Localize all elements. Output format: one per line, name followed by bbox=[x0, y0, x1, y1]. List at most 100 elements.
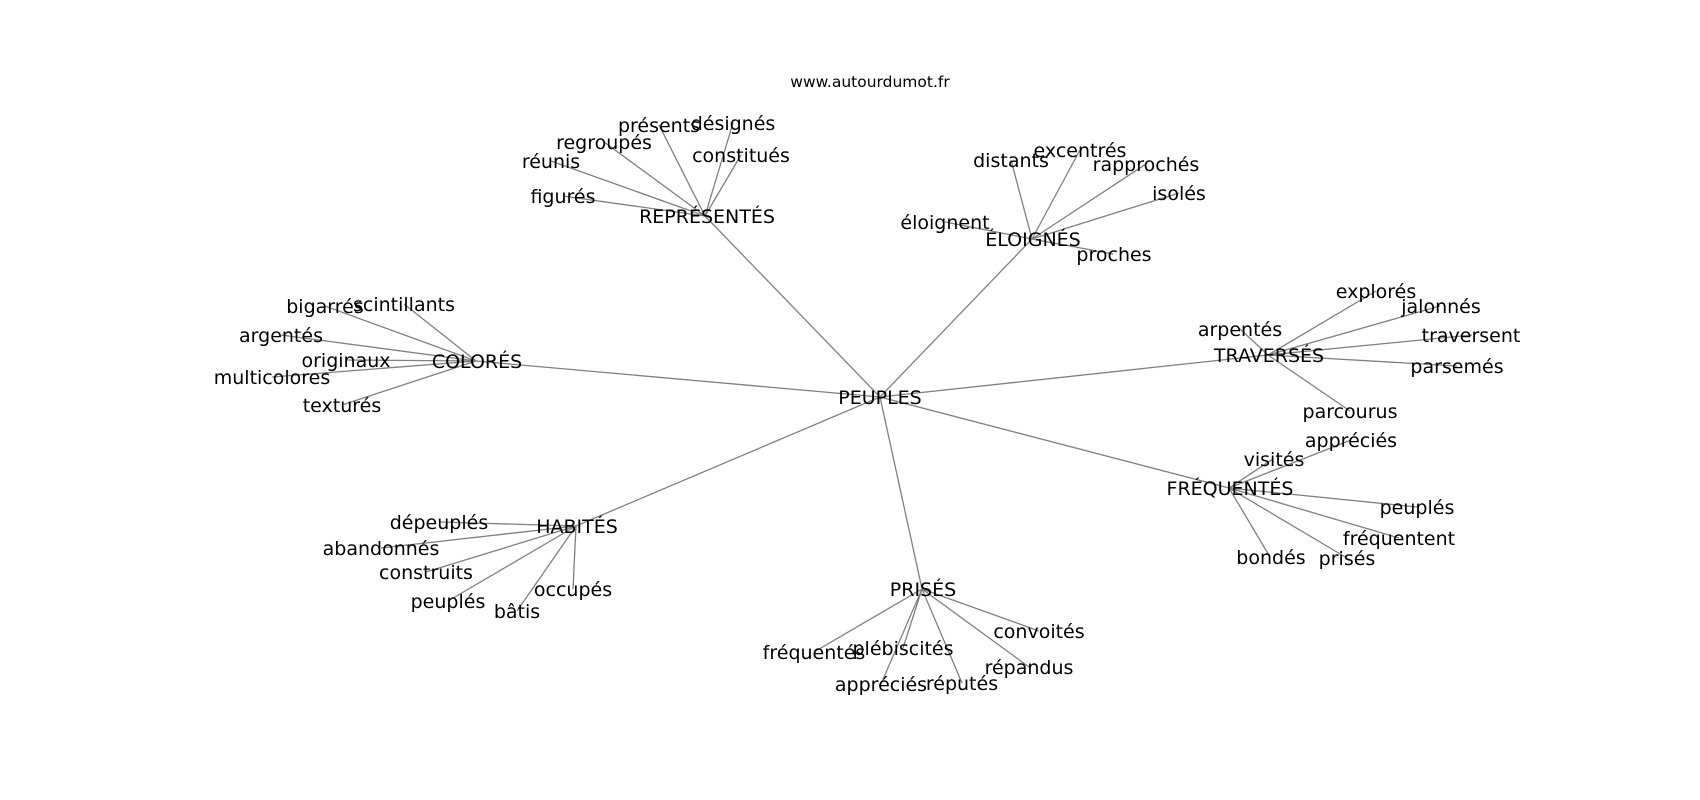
node-leaf: parcourus bbox=[1303, 401, 1398, 423]
edge-prises-repandus bbox=[921, 588, 1030, 668]
edge-habites-construits bbox=[425, 525, 577, 573]
edge-representes-reunis bbox=[550, 160, 706, 217]
node-group-representes: REPRÉSENTÉS bbox=[639, 205, 775, 228]
edge-representes-regroupes bbox=[603, 141, 706, 217]
node-leaf: plébiscités bbox=[852, 638, 953, 660]
node-leaf: originaux bbox=[301, 350, 390, 372]
node-leaf: présents bbox=[618, 115, 700, 137]
node-leaf: proches bbox=[1076, 244, 1151, 266]
node-leaf: bâtis bbox=[494, 601, 540, 623]
edge-colores-bigarres bbox=[324, 305, 477, 362]
node-leaf: distants bbox=[973, 150, 1049, 172]
node-leaf: excentrés bbox=[1034, 140, 1127, 162]
edge-eloignes-excentres bbox=[1031, 149, 1081, 240]
edge-frequentes-bondes bbox=[1228, 487, 1271, 558]
edge-traverses-traversent bbox=[1267, 334, 1473, 356]
edge-representes-constitues bbox=[704, 154, 742, 217]
edge-frequentes-apprecies bbox=[1228, 439, 1352, 489]
edge-habites-peuples bbox=[447, 525, 577, 602]
node-leaf: réunis bbox=[522, 151, 580, 173]
edges bbox=[271, 122, 1473, 685]
node-root: PEUPLES bbox=[838, 387, 921, 409]
node-group-colores: COLORÉS bbox=[432, 350, 522, 373]
node-leaf: rapprochés bbox=[1093, 154, 1200, 176]
node-leaf: explorés bbox=[1336, 281, 1417, 303]
edge-colores-scintillants bbox=[403, 303, 477, 362]
edge-habites-abandonnes bbox=[380, 525, 577, 549]
edge-root-habites bbox=[575, 396, 881, 527]
edge-eloignes-isoles bbox=[1031, 192, 1180, 240]
labels: PEUPLES REPRÉSENTÉS présents désignés re… bbox=[214, 113, 1521, 696]
edge-prises-plebiscites bbox=[902, 588, 923, 649]
node-leaf: scintillants bbox=[353, 294, 455, 316]
node-leaf: fréquentés bbox=[763, 642, 866, 664]
edge-traverses-parcourus bbox=[1267, 354, 1351, 412]
edge-eloignes-proches bbox=[1031, 238, 1114, 255]
edge-frequentes-visites bbox=[1228, 458, 1274, 489]
node-leaf: appréciés bbox=[1305, 430, 1397, 452]
node-leaf: prisés bbox=[1319, 548, 1376, 570]
edge-root-eloignes bbox=[879, 238, 1033, 398]
edge-frequentes-peuples bbox=[1228, 487, 1418, 508]
edge-traverses-explores bbox=[1267, 290, 1377, 356]
edge-habites-batis bbox=[516, 525, 577, 612]
node-leaf: désignés bbox=[691, 113, 776, 135]
edge-root-representes bbox=[704, 215, 881, 398]
node-leaf: éloignent bbox=[900, 212, 989, 234]
edge-root-traverses bbox=[879, 354, 1269, 398]
edge-colores-multicolores bbox=[271, 360, 477, 378]
node-leaf: constitués bbox=[692, 145, 790, 167]
node-leaf: figurés bbox=[530, 186, 595, 208]
site-url[interactable]: www.autourdumot.fr bbox=[790, 73, 950, 91]
node-group-habites: HABITÉS bbox=[536, 515, 618, 538]
node-leaf: convoités bbox=[993, 621, 1084, 643]
edge-traverses-parsemes bbox=[1267, 354, 1458, 367]
edge-prises-convoites bbox=[921, 588, 1040, 632]
node-leaf: isolés bbox=[1152, 183, 1206, 205]
edge-root-colores bbox=[475, 360, 881, 398]
edge-prises-apprecies bbox=[880, 588, 923, 685]
edge-representes-designes bbox=[704, 122, 734, 217]
edge-traverses-jalonnes bbox=[1267, 305, 1441, 356]
edge-eloignes-rapproches bbox=[1031, 163, 1147, 240]
edge-prises-frequentes bbox=[813, 588, 923, 653]
edge-eloignes-distants bbox=[1010, 159, 1033, 240]
edge-representes-presents bbox=[658, 124, 706, 217]
node-group-traverses: TRAVERSÉS bbox=[1213, 344, 1324, 367]
node-leaf: construits bbox=[379, 562, 473, 584]
node-leaf: visités bbox=[1244, 449, 1305, 471]
node-leaf: argentés bbox=[239, 325, 323, 347]
node-leaf: arpentés bbox=[1198, 319, 1282, 341]
edge-root-frequentes bbox=[879, 396, 1230, 489]
node-leaf: fréquentent bbox=[1343, 528, 1455, 550]
node-leaf: peuplés bbox=[1380, 497, 1455, 519]
node-leaf: dépeuplés bbox=[390, 512, 488, 534]
node-leaf: traversent bbox=[1422, 325, 1521, 347]
edge-traverses-arpentes bbox=[1239, 328, 1269, 356]
edge-colores-argentes bbox=[280, 334, 477, 362]
node-leaf: multicolores bbox=[214, 367, 331, 389]
node-leaf: texturés bbox=[303, 395, 382, 417]
edge-frequentes-prises bbox=[1228, 487, 1348, 559]
edge-prises-reputes bbox=[921, 588, 963, 684]
node-leaf: regroupés bbox=[556, 132, 652, 154]
edge-habites-occupes bbox=[572, 525, 577, 590]
node-leaf: bondés bbox=[1236, 547, 1305, 569]
edge-colores-textures bbox=[341, 360, 477, 406]
node-group-frequentes: FRÉQUENTÉS bbox=[1167, 477, 1294, 500]
node-leaf: jalonnés bbox=[1400, 296, 1481, 318]
node-leaf: parsemés bbox=[1410, 356, 1503, 378]
edge-colores-originaux bbox=[345, 359, 477, 362]
node-group-prises: PRISÉS bbox=[890, 578, 956, 601]
edge-root-prises bbox=[879, 396, 923, 590]
edge-representes-figures bbox=[562, 195, 706, 217]
node-group-eloignes: ÉLOIGNÉS bbox=[985, 228, 1080, 251]
node-leaf: abandonnés bbox=[323, 538, 440, 560]
node-leaf: répandus bbox=[985, 657, 1074, 679]
node-leaf: occupés bbox=[534, 579, 612, 601]
edge-frequentes-frequentent bbox=[1228, 487, 1400, 539]
edge-eloignes-eloignent bbox=[944, 221, 1033, 240]
node-leaf: appréciés bbox=[835, 674, 927, 696]
node-leaf: bigarrés bbox=[286, 296, 364, 318]
